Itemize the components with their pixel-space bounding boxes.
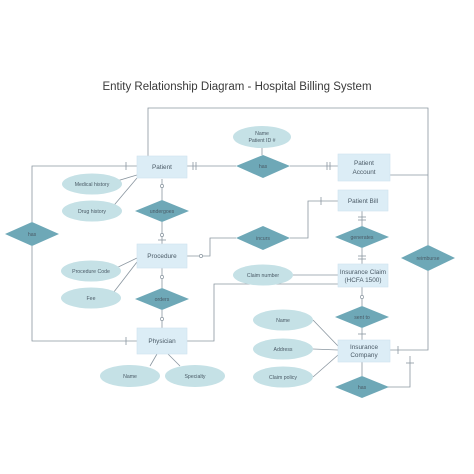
attribute-fee[interactable]: Fee bbox=[61, 287, 121, 309]
relationship-incurs[interactable]: incurs bbox=[236, 226, 290, 250]
svg-text:Patient: Patient bbox=[354, 160, 374, 167]
entity-patient-bill[interactable]: Patient Bill bbox=[337, 189, 389, 212]
attribute-specialty[interactable]: Specialty bbox=[165, 365, 225, 387]
svg-text:Account: Account bbox=[352, 169, 375, 176]
relationship-orders[interactable]: orders bbox=[135, 288, 189, 310]
attribute-claim-number[interactable]: Claim number bbox=[233, 264, 293, 286]
entity-insurance-claim[interactable]: Insurance Claim (HCFA 1500) bbox=[337, 263, 389, 288]
svg-text:has: has bbox=[358, 385, 367, 391]
svg-text:Fee: Fee bbox=[87, 296, 96, 302]
relationship-has-company[interactable]: has bbox=[335, 376, 389, 398]
svg-text:Specialty: Specialty bbox=[184, 374, 205, 380]
attribute-claim-policy[interactable]: Claim policy bbox=[253, 366, 313, 388]
edge-incurs-bill bbox=[290, 200, 338, 239]
attribute-physician-name[interactable]: Name bbox=[100, 365, 160, 387]
edge-patient-has2 bbox=[31, 165, 137, 222]
svg-text:Patient: Patient bbox=[152, 164, 172, 171]
svg-text:Address: Address bbox=[273, 347, 292, 353]
svg-text:has: has bbox=[259, 164, 268, 170]
svg-text:Name: Name bbox=[123, 374, 137, 380]
svg-text:Insurance: Insurance bbox=[350, 344, 379, 351]
attribute-address[interactable]: Address bbox=[253, 338, 313, 360]
relationship-generates[interactable]: generates bbox=[335, 226, 389, 248]
svg-text:undergoes: undergoes bbox=[150, 209, 175, 215]
svg-text:Patient Bill: Patient Bill bbox=[348, 198, 378, 205]
svg-text:sent to: sent to bbox=[354, 315, 370, 321]
relationship-undergoes[interactable]: undergoes bbox=[135, 200, 189, 222]
edge-procedure-incurs bbox=[187, 237, 236, 257]
svg-text:Physician: Physician bbox=[148, 338, 176, 345]
edge-reimburse-company bbox=[390, 271, 429, 351]
relationship-has-physician[interactable]: has bbox=[5, 222, 59, 246]
relationship-reimburse[interactable]: reimburse bbox=[401, 245, 455, 271]
edge-has2-physician bbox=[31, 246, 137, 342]
attribute-medical-history[interactable]: Medical history bbox=[62, 173, 122, 195]
svg-text:(HCFA 1500): (HCFA 1500) bbox=[345, 277, 382, 284]
svg-text:Patient ID #: Patient ID # bbox=[248, 138, 275, 144]
svg-text:Drug history: Drug history bbox=[78, 209, 106, 215]
attribute-procedure-code[interactable]: Procedure Code bbox=[61, 260, 121, 282]
attribute-name-id[interactable]: Name Patient ID # bbox=[233, 126, 291, 148]
svg-text:Procedure: Procedure bbox=[147, 253, 177, 260]
svg-text:Insurance Claim: Insurance Claim bbox=[340, 269, 386, 276]
svg-text:Claim policy: Claim policy bbox=[269, 375, 297, 381]
svg-text:orders: orders bbox=[155, 297, 170, 303]
svg-text:Company: Company bbox=[350, 352, 378, 359]
relationship-has-account[interactable]: has bbox=[236, 155, 290, 178]
svg-text:incurs: incurs bbox=[256, 236, 270, 242]
entity-insurance-company[interactable]: Insurance Company bbox=[337, 339, 391, 363]
svg-text:Name: Name bbox=[276, 318, 290, 324]
svg-text:Procedure Code: Procedure Code bbox=[72, 269, 110, 275]
relationship-sent-to[interactable]: sent to bbox=[335, 306, 389, 328]
entity-patient-account[interactable]: Patient Account bbox=[337, 153, 391, 182]
entity-patient[interactable]: Patient bbox=[136, 155, 188, 179]
connectors bbox=[31, 107, 429, 388]
svg-text:reimburse: reimburse bbox=[416, 256, 439, 262]
svg-text:Claim number: Claim number bbox=[247, 273, 280, 279]
svg-text:has: has bbox=[28, 232, 37, 238]
diagram-title: Entity Relationship Diagram - Hospital B… bbox=[102, 81, 371, 93]
edge-patient-reimburse bbox=[147, 107, 429, 245]
svg-text:Name: Name bbox=[255, 131, 269, 137]
entity-physician[interactable]: Physician bbox=[136, 327, 188, 355]
attribute-drug-history[interactable]: Drug history bbox=[62, 200, 122, 222]
attribute-company-name[interactable]: Name bbox=[253, 309, 313, 331]
entity-procedure[interactable]: Procedure bbox=[136, 243, 188, 269]
svg-text:Medical history: Medical history bbox=[75, 182, 110, 188]
svg-text:generates: generates bbox=[350, 235, 373, 241]
